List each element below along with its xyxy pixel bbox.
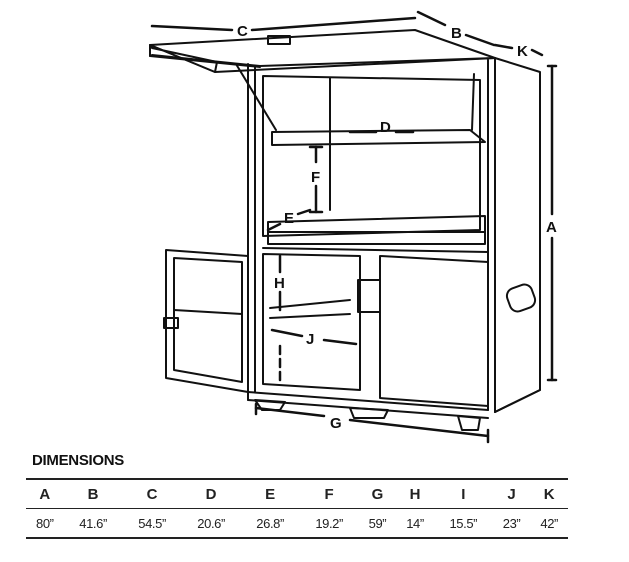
value-cell: 41.6”	[63, 508, 123, 539]
header-cell: E	[240, 478, 300, 509]
value-cell: 59”	[358, 508, 397, 539]
header-cell: F	[299, 478, 359, 509]
header-cell: C	[122, 478, 182, 509]
lid	[149, 29, 496, 73]
value-cell: 26.8”	[240, 508, 300, 539]
cabinet-diagram: C B K A D F E H J G	[149, 10, 558, 444]
value-cell: 14”	[396, 508, 434, 539]
value-cell: 54.5”	[122, 508, 182, 539]
value-cell: 23”	[492, 508, 531, 539]
header-cell: J	[492, 478, 531, 509]
header-cell: I	[433, 478, 493, 509]
label-c: C	[237, 23, 248, 40]
label-k: K	[517, 43, 528, 60]
header-cell: H	[396, 478, 434, 509]
header-cell: A	[26, 478, 64, 509]
label-j: J	[306, 331, 314, 348]
label-b: B	[451, 25, 462, 42]
value-cell: 20.6”	[181, 508, 241, 539]
label-e: E	[284, 210, 294, 227]
dimensions-header-row: A B C D E F G H I J K	[26, 478, 568, 509]
label-a: A	[546, 219, 557, 236]
header-cell: B	[63, 478, 123, 509]
label-f: F	[311, 169, 320, 186]
dimension-lines	[150, 10, 558, 444]
dimensions-value-row: 80” 41.6” 54.5” 20.6” 26.8” 19.2” 59” 14…	[26, 508, 568, 539]
dimensions-table: A B C D E F G H I J K 80” 41.6” 54.5” 20…	[26, 478, 568, 539]
right-strut	[471, 73, 475, 131]
value-cell: 80”	[26, 508, 64, 539]
header-cell: D	[181, 478, 241, 509]
left-door	[163, 249, 249, 393]
label-h: H	[274, 275, 285, 292]
header-cell: K	[530, 478, 568, 509]
label-g: G	[330, 415, 342, 432]
dimensions-title: DIMENSIONS	[32, 452, 125, 469]
cabinet-body	[247, 57, 541, 431]
value-cell: 19.2”	[299, 508, 359, 539]
header-cell: G	[358, 478, 397, 509]
value-cell: 15.5”	[433, 508, 493, 539]
label-d: D	[380, 119, 391, 136]
value-cell: 42”	[530, 508, 568, 539]
